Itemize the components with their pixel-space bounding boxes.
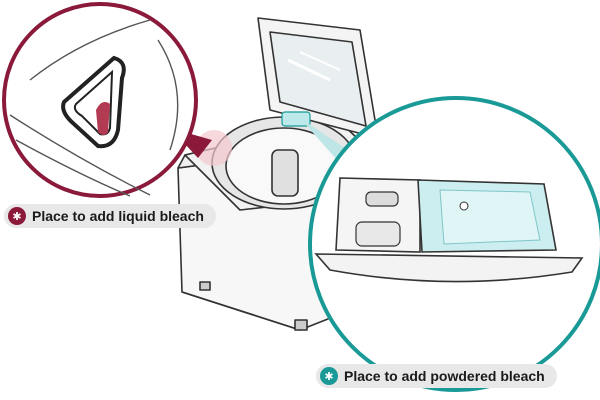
liquid-inlet-marker xyxy=(96,102,110,135)
liquid-bleach-label: ✱ Place to add liquid bleach xyxy=(4,204,216,228)
washer-lid xyxy=(257,17,379,139)
powdered-bleach-label-text: Place to add powdered bleach xyxy=(344,368,545,384)
powdered-bleach-label: ✱ Place to add powdered bleach xyxy=(316,364,557,388)
liquid-bleach-label-text: Place to add liquid bleach xyxy=(32,208,204,224)
asterisk-icon: ✱ xyxy=(320,367,338,385)
liquid-zoom-circle xyxy=(2,2,198,198)
powder-drawer-highlight xyxy=(281,111,311,127)
powder-zoom-circle xyxy=(308,96,600,392)
asterisk-icon: ✱ xyxy=(8,207,26,225)
